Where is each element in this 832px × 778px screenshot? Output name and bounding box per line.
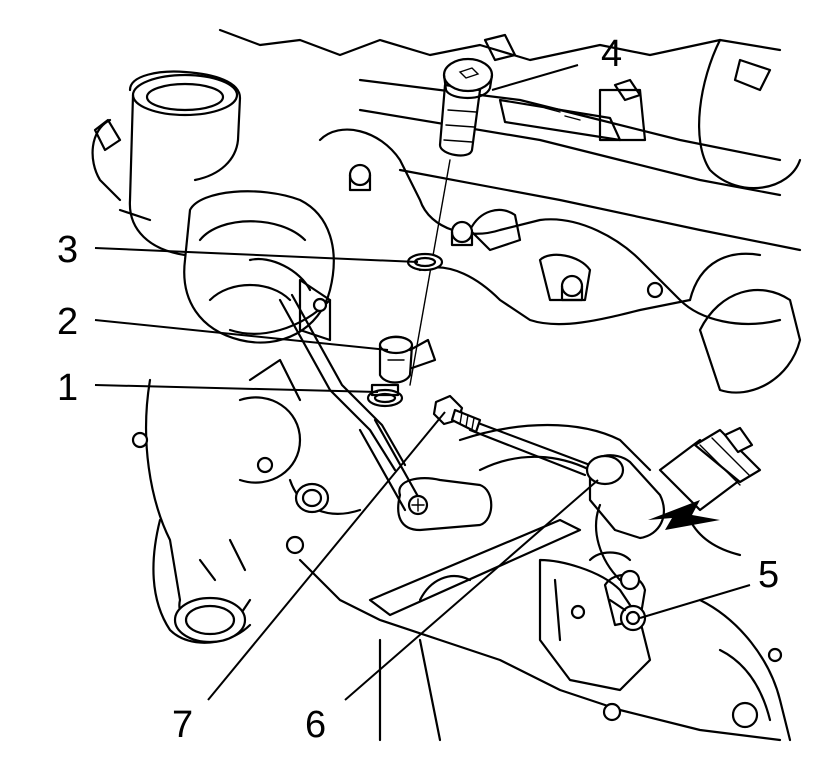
callout-3: 3 [57, 229, 78, 271]
callout-7: 7 [172, 704, 193, 746]
leader-line-3 [94, 247, 419, 263]
leader-line-1 [94, 384, 379, 393]
engine-block-lower [298, 423, 792, 742]
callout-2: 2 [57, 301, 78, 343]
leader-line-4 [491, 64, 579, 91]
sensor-connector-part-6 [585, 426, 762, 582]
leader-line-5 [639, 584, 751, 619]
callout-6: 6 [305, 704, 326, 746]
banjo-fitting-part-2 [378, 335, 437, 384]
sealing-washer-part-1 [366, 383, 404, 408]
oil-feed-pipe [358, 418, 592, 532]
leader-line-7 [207, 411, 446, 701]
cylinder-head [218, 28, 802, 252]
turbocharger [91, 70, 407, 644]
nut-part-5 [603, 569, 647, 632]
callout-4: 4 [601, 33, 622, 75]
exhaust-manifold [318, 128, 802, 394]
leader-line-6 [344, 479, 599, 701]
leader-line-2 [94, 319, 389, 351]
callout-1: 1 [57, 367, 78, 409]
banjo-bolt-part-4 [438, 57, 494, 157]
callout-5: 5 [758, 554, 779, 596]
bolt-part-7 [432, 394, 482, 434]
